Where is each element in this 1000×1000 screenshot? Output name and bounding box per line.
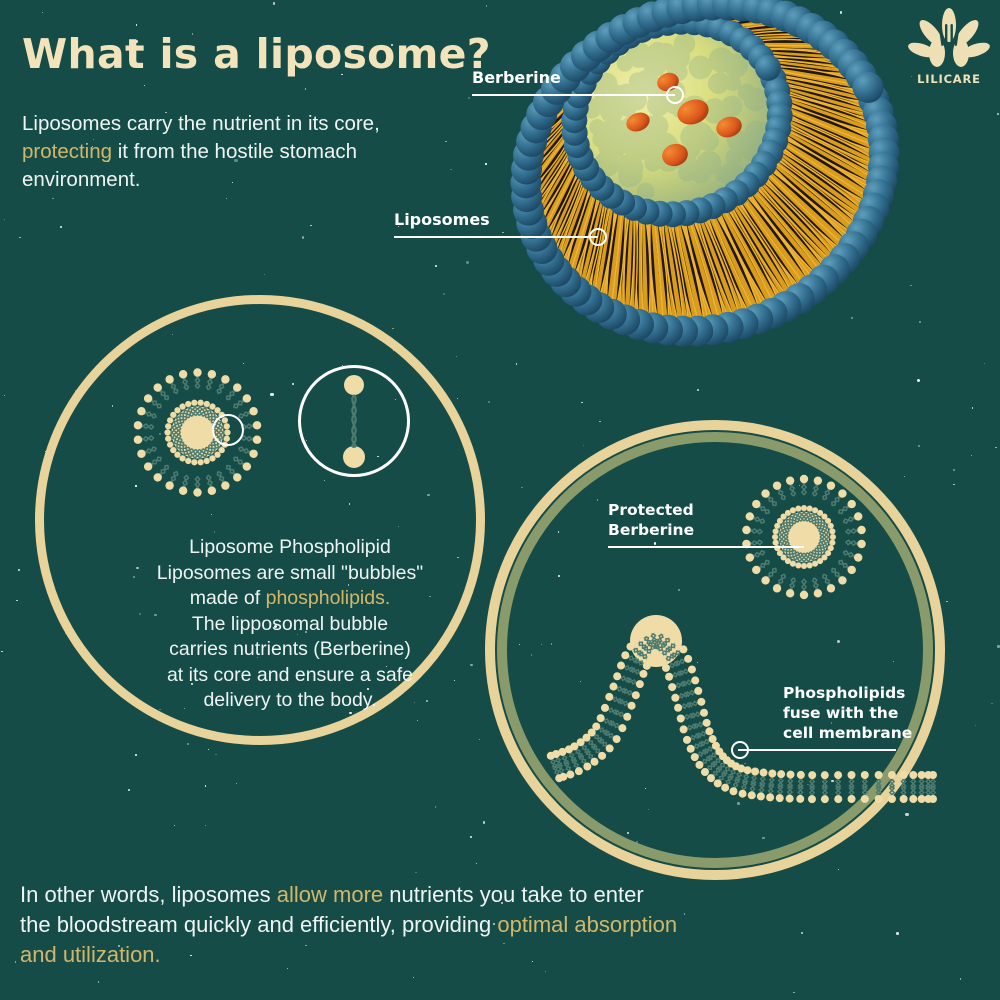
right-circle-ring-outer <box>485 420 945 880</box>
intro-highlight: protecting <box>22 140 113 163</box>
callout-phospholipids-fuse-label: Phospholipids fuse with the cell membran… <box>783 684 913 742</box>
left-circle-body-text: Liposome Phospholipid Liposomes are smal… <box>95 535 485 714</box>
intro-text-1: Liposomes carry the nutrient in its core… <box>22 112 380 135</box>
page-title: What is a liposome? <box>22 30 491 78</box>
left-body-text-2: The lipposomal bubble carries nutrients … <box>166 612 414 711</box>
callout-berberine-label: Berberine <box>472 68 561 87</box>
outro-text-2: nutrients you take to enter the bloodstr… <box>20 882 644 937</box>
callout-phospholipids-fuse-leader <box>738 749 896 751</box>
brand-name: LILICARE <box>917 72 981 86</box>
liposome-cross-section-diagram <box>130 365 265 500</box>
magnifier-circle-small <box>212 414 244 446</box>
magnifier-circle-large <box>298 365 410 477</box>
callout-liposomes-leader <box>394 236 598 238</box>
phospholipid-head-ring <box>510 0 900 347</box>
callout-phospholipids-fuse: Phospholipids fuse with the cell membran… <box>731 683 1000 763</box>
protected-berberine-diagram <box>740 473 868 601</box>
berberine-particles <box>626 72 742 167</box>
left-body-highlight: phospholipids. <box>265 587 391 609</box>
left-body-text-1: Liposome Phospholipid Liposomes are smal… <box>156 536 424 609</box>
membrane-fusion-diagram <box>535 595 937 825</box>
callout-berberine-leader <box>472 94 675 96</box>
right-circle-ring-inner <box>497 432 933 868</box>
liposome-core <box>581 28 773 208</box>
intro-paragraph: Liposomes carry the nutrient in its core… <box>22 110 452 194</box>
outro-text-1: In other words, liposomes <box>20 882 277 907</box>
outro-highlight-2: optimal absorption and utilization. <box>20 912 678 967</box>
callout-protected-berberine: Protected Berberine <box>608 500 868 560</box>
callout-liposomes-marker <box>589 228 607 246</box>
lily-flower-icon <box>908 8 990 67</box>
liposome-illustration <box>505 0 905 347</box>
callout-liposomes: Liposomes <box>394 210 634 250</box>
callout-phospholipids-fuse-marker <box>731 741 749 759</box>
phospholipid-molecule-icon <box>343 375 365 468</box>
outro-highlight-1: allow more <box>276 882 384 907</box>
left-circle-ring <box>35 295 485 745</box>
callout-berberine-marker <box>666 86 684 104</box>
outro-paragraph: In other words, liposomes allow more nut… <box>20 880 680 970</box>
callout-berberine: Berberine <box>472 68 732 108</box>
callout-liposomes-label: Liposomes <box>394 210 490 229</box>
callout-protected-berberine-leader <box>608 546 804 548</box>
protected-core <box>779 512 829 562</box>
intro-text-2: it from the hostile stomach environment. <box>22 140 357 191</box>
callout-protected-berberine-label: Protected Berberine <box>608 501 695 539</box>
brand-logo: LILICARE <box>906 8 992 88</box>
